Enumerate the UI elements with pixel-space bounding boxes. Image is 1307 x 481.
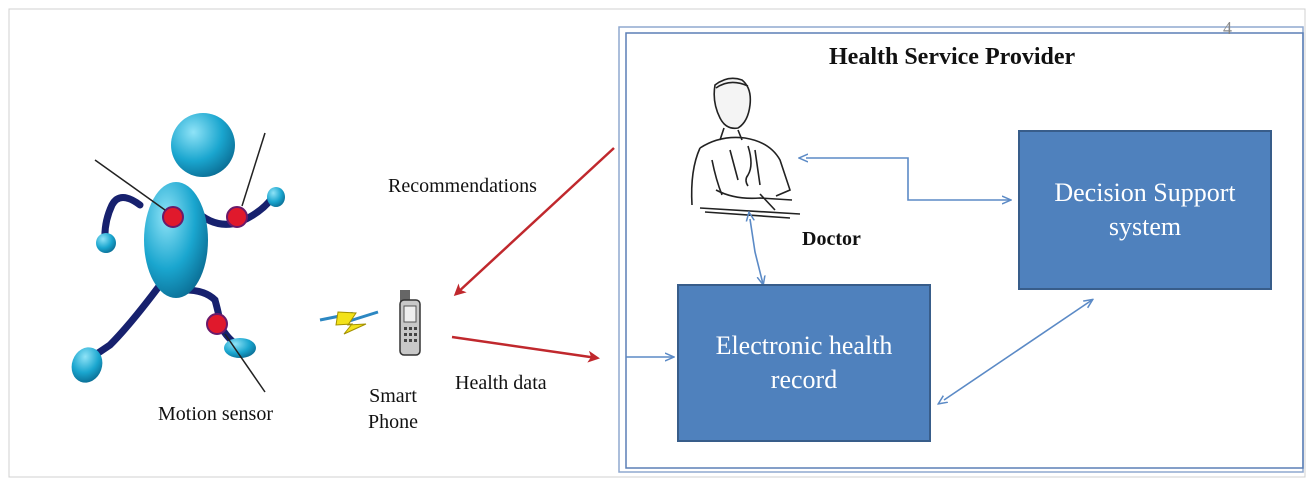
ehr-box: Electronic health record [677, 284, 931, 442]
motion-sensor-label: Motion sensor [158, 403, 273, 425]
sensor-dot-icon [162, 206, 248, 335]
decision-support-box: Decision Support system [1018, 130, 1272, 290]
provider-frame-inner [625, 32, 1304, 469]
ehr-dss-connector [944, 300, 1092, 400]
recommendations-label: Recommendations [388, 175, 537, 197]
lightning-icon [319, 310, 379, 335]
doctor-ehr-connector [750, 219, 763, 284]
doctor-dss-connector [806, 158, 1010, 200]
sensor-pointers [94, 132, 266, 393]
stick-figure-icon [71, 113, 285, 383]
doctor-label: Doctor [802, 228, 861, 250]
health-data-label: Health data [455, 372, 547, 394]
page-border [8, 8, 1306, 478]
provider-title: Health Service Provider [829, 44, 1076, 70]
smartphone-icon [399, 290, 421, 356]
health-data-arrow [451, 335, 600, 363]
page-number: 4 [1223, 18, 1232, 38]
decision-support-label: Decision Support system [1054, 178, 1236, 241]
doctor-icon [690, 77, 801, 219]
recommendations-arrow [453, 147, 615, 297]
smart-phone-label: Smart Phone [368, 385, 418, 433]
ehr-label: Electronic health record [715, 331, 893, 394]
